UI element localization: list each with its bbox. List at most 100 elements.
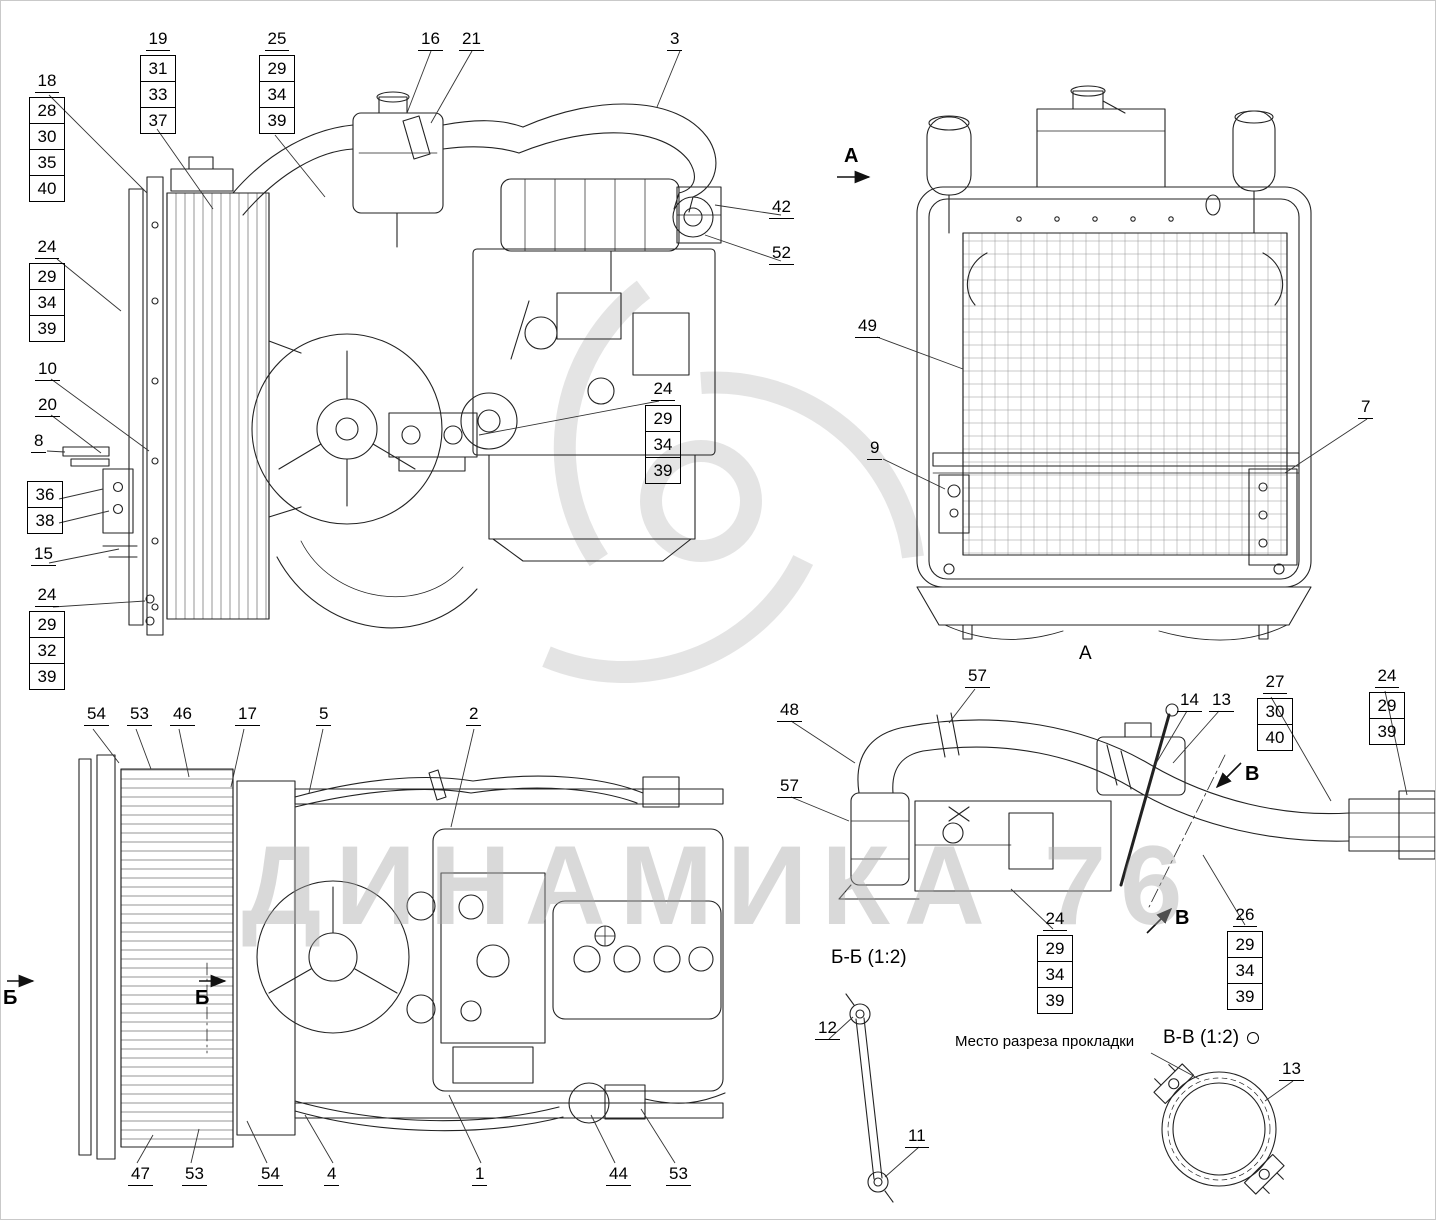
callout-1: 1: [472, 1164, 488, 1186]
view-a-caption: А: [1079, 643, 1092, 664]
callout-48: 48: [777, 700, 802, 722]
callout-44: 44: [606, 1164, 631, 1186]
callout-number-boxed: 39: [645, 458, 681, 484]
callout-number-boxed: 37: [140, 108, 176, 134]
callout-number-boxed: 29: [259, 55, 295, 82]
callout-16: 16: [418, 29, 443, 51]
callout-8: 8: [31, 431, 47, 453]
callout-21: 21: [459, 29, 484, 51]
callout-number-boxed: 34: [1037, 962, 1073, 988]
callout-number: 24: [34, 237, 60, 259]
callout-number-boxed: 29: [1369, 692, 1405, 719]
callout-number-boxed: 34: [1227, 958, 1263, 984]
section-vv-caption-text: В-В (1:2): [1163, 1027, 1240, 1048]
callout-number: 26: [1232, 905, 1258, 927]
callout-54: 54: [84, 704, 109, 726]
callout-number-boxed: 31: [140, 55, 176, 82]
callout-15: 15: [31, 544, 56, 566]
callout-number: 27: [1262, 672, 1288, 694]
callout-53: 53: [127, 704, 152, 726]
watermark-logo: [542, 280, 924, 684]
leader-lines: [46, 50, 1408, 1178]
callout-number-boxed: 30: [29, 124, 65, 150]
callout-number-boxed: 29: [29, 611, 65, 638]
callout-number-boxed: 39: [1369, 719, 1405, 745]
callout-9: 9: [867, 438, 883, 460]
callout-47: 47: [128, 1164, 153, 1186]
section-bb-caption: Б-Б (1:2): [831, 947, 907, 968]
callout-number: 24: [650, 379, 676, 401]
section-marker-a: А: [844, 145, 859, 167]
callout-7: 7: [1358, 397, 1374, 419]
callout-number-boxed: 28: [29, 97, 65, 124]
callout-number-boxed: 39: [1037, 988, 1073, 1014]
callout-number-boxed: 33: [140, 82, 176, 108]
callout-3: 3: [667, 29, 683, 51]
section-arrows: [7, 170, 1242, 988]
callout-number-boxed: 39: [1227, 984, 1263, 1010]
callout-number-boxed: 34: [645, 432, 681, 458]
callout-10: 10: [35, 359, 60, 381]
callout-stack-24e: 24 29 34 39: [1037, 909, 1073, 1014]
section-marker-v-lower: В: [1175, 907, 1190, 929]
callout-number: 18: [34, 71, 60, 93]
callout-57: 57: [965, 666, 990, 688]
section-vv-caption: В-В (1:2): [1163, 1027, 1260, 1049]
callout-number-boxed: 32: [29, 638, 65, 664]
callout-57: 57: [777, 776, 802, 798]
callout-number: 24: [1042, 909, 1068, 931]
callout-14: 14: [1177, 690, 1202, 712]
callout-number-boxed: 30: [1257, 698, 1293, 725]
callout-stack-24b: 24 29 32 39: [29, 585, 65, 690]
callout-number-boxed: 40: [29, 176, 65, 202]
section-marker-b-left: Б: [3, 987, 18, 1009]
callout-46: 46: [170, 704, 195, 726]
callout-number-boxed: 39: [29, 316, 65, 342]
callout-5: 5: [316, 704, 332, 726]
section-marker-v-upper: В: [1245, 763, 1260, 785]
callout-number-boxed: 29: [645, 405, 681, 432]
callout-49: 49: [855, 316, 880, 338]
callout-number-boxed: 40: [1257, 725, 1293, 751]
callout-stack-26: 26 29 34 39: [1227, 905, 1263, 1010]
section-marker-b-mid: Б: [195, 987, 210, 1009]
callout-number-boxed: 34: [259, 82, 295, 108]
callout-42: 42: [769, 197, 794, 219]
callout-stack-24c: 24 29 34 39: [645, 379, 681, 484]
callout-number-boxed: 39: [29, 664, 65, 690]
callout-number-boxed: 34: [29, 290, 65, 316]
callout-number-boxed: 35: [29, 150, 65, 176]
callout-2: 2: [466, 704, 482, 726]
callout-stack-27: 27 30 40: [1257, 672, 1293, 751]
callout-4: 4: [324, 1164, 340, 1186]
callout-number: 24: [1374, 666, 1400, 688]
callout-number-boxed: 38: [27, 508, 63, 534]
callout-stack-19: 19 31 33 37: [140, 29, 176, 134]
callout-13: 13: [1279, 1059, 1304, 1081]
callout-number: 19: [145, 29, 171, 51]
callout-stack-36-38: 36 38: [27, 481, 63, 534]
callout-stack-24d: 24 29 39: [1369, 666, 1405, 745]
callout-53: 53: [182, 1164, 207, 1186]
callout-number-boxed: 29: [1227, 931, 1263, 958]
callout-number-boxed: 29: [1037, 935, 1073, 962]
callout-number-boxed: 29: [29, 263, 65, 290]
callout-54: 54: [258, 1164, 283, 1186]
callout-20: 20: [35, 395, 60, 417]
callout-number: 25: [264, 29, 290, 51]
callout-53: 53: [666, 1164, 691, 1186]
gasket-cut-note: Место разреза прокладки: [955, 1033, 1135, 1050]
callout-52: 52: [769, 243, 794, 265]
callout-number: 24: [34, 585, 60, 607]
callout-11: 11: [905, 1126, 929, 1148]
callout-17: 17: [235, 704, 260, 726]
callout-stack-18: 18 28 30 35 40: [29, 71, 65, 202]
callout-number-boxed: 36: [27, 481, 63, 508]
circle-mark-icon: [1247, 1031, 1260, 1044]
callout-13: 13: [1209, 690, 1234, 712]
callout-stack-25: 25 29 34 39: [259, 29, 295, 134]
callout-number-boxed: 39: [259, 108, 295, 134]
callout-12: 12: [815, 1018, 840, 1040]
